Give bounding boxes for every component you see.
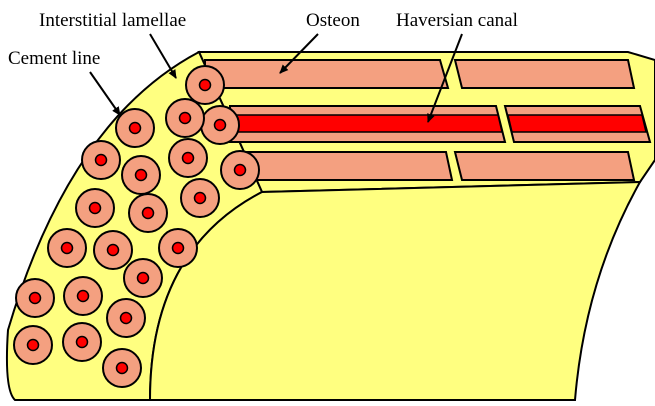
osteon-circle — [169, 139, 207, 177]
osteon-circle — [186, 66, 224, 104]
label-haversian-canal: Haversian canal — [396, 10, 518, 31]
osteon-circle — [76, 189, 114, 227]
osteon-circle — [116, 109, 154, 147]
osteon-circle — [82, 141, 120, 179]
haversian-canal-long-2 — [508, 115, 646, 132]
osteon-circle — [64, 277, 102, 315]
haversian-canal-dot — [183, 153, 194, 164]
osteon-circle — [181, 179, 219, 217]
haversian-canal-dot — [143, 208, 154, 219]
osteon-circle — [16, 279, 54, 317]
haversian-canal-dot — [235, 165, 246, 176]
osteon-tube-bottom-1 — [240, 152, 452, 180]
osteon-circle — [221, 151, 259, 189]
haversian-canal-dot — [195, 193, 206, 204]
haversian-canal-dot — [28, 340, 39, 351]
haversian-canal-dot — [77, 337, 88, 348]
osteon-circle — [14, 326, 52, 364]
osteon-tube-top-1 — [205, 60, 448, 88]
osteon-circle — [201, 106, 239, 144]
osteon-circle — [94, 231, 132, 269]
osteon-tube-top-2 — [455, 60, 634, 88]
label-interstitial-lamellae: Interstitial lamellae — [39, 10, 186, 31]
arrow-interstitial-lamellae — [150, 34, 176, 78]
osteon-circle — [103, 349, 141, 387]
haversian-canal-dot — [215, 120, 226, 131]
haversian-canal-dot — [138, 273, 149, 284]
haversian-canal-dot — [62, 243, 73, 254]
label-osteon: Osteon — [306, 10, 360, 31]
haversian-canal-dot — [173, 243, 184, 254]
haversian-canal-dot — [30, 293, 41, 304]
haversian-canal-dot — [121, 313, 132, 324]
osteon-circle — [166, 99, 204, 137]
arrow-cement-line — [90, 72, 120, 115]
haversian-canal-dot — [90, 203, 101, 214]
haversian-canal-dot — [180, 113, 191, 124]
osteon-circle — [107, 299, 145, 337]
haversian-canal-dot — [96, 155, 107, 166]
osteon-tube-bottom-2 — [455, 152, 634, 180]
osteon-circle — [63, 323, 101, 361]
osteon-circle — [129, 194, 167, 232]
haversian-canal-dot — [130, 123, 141, 134]
longitudinal-osteons — [205, 60, 650, 180]
haversian-canal-dot — [108, 245, 119, 256]
haversian-canal-dot — [78, 291, 89, 302]
haversian-canal-dot — [136, 170, 147, 181]
haversian-canal-long-1 — [232, 115, 502, 132]
label-cement-line: Cement line — [8, 48, 100, 69]
osteon-circle — [159, 229, 197, 267]
osteon-circle — [122, 156, 160, 194]
osteon-circle — [124, 259, 162, 297]
haversian-canal-dot — [117, 363, 128, 374]
haversian-canal-dot — [200, 80, 211, 91]
osteon-circle — [48, 229, 86, 267]
